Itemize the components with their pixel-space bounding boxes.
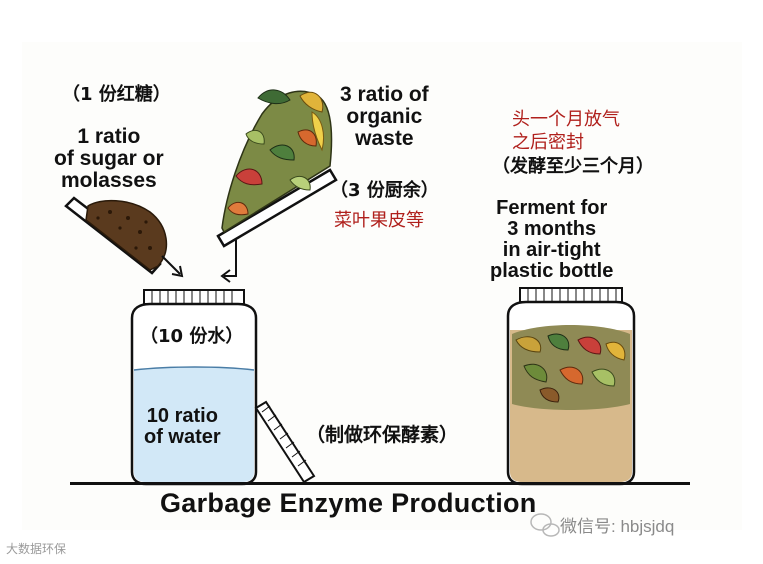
organic-examples-label: 菜叶果皮等 [334,212,424,231]
organic-chinese-label: （3 份厨余） [330,182,439,201]
water-english-label: 10 ratio of water [144,406,221,448]
watermark-wechat: 微信号: hbjsjdq [532,512,674,537]
ferment-jar [508,288,634,484]
ground-line [70,482,690,485]
sugar-pile [86,201,166,270]
ferment-english-label: Ferment for 3 months in air-tight plasti… [490,198,613,282]
diagram-title: Garbage Enzyme Production [160,488,537,519]
sugar-chinese-label: （1 份红糖） [62,86,171,105]
watermark-wechat-text: 微信号: hbjsjdq [560,512,674,537]
ferment-chinese-label: （发酵至少三个月） [492,158,654,177]
stir-chinese-label: （制做环保酵素） [306,426,458,446]
sugar-english-label: 1 ratio of sugar or molasses [54,126,164,192]
sugar-scoop [66,198,166,273]
watermark-source: 大数据环保 [6,540,66,557]
organic-waste-tray [218,90,336,246]
organic-english-label: 3 ratio of organic waste [340,84,429,150]
watermark-source-text: 大数据环保 [6,542,66,556]
water-jar [132,290,256,484]
water-chinese-label: （10 份水） [140,328,243,347]
vent-instruction-label: 头一个月放气 之后密封 [512,108,620,155]
sugar-arrow [162,256,182,276]
